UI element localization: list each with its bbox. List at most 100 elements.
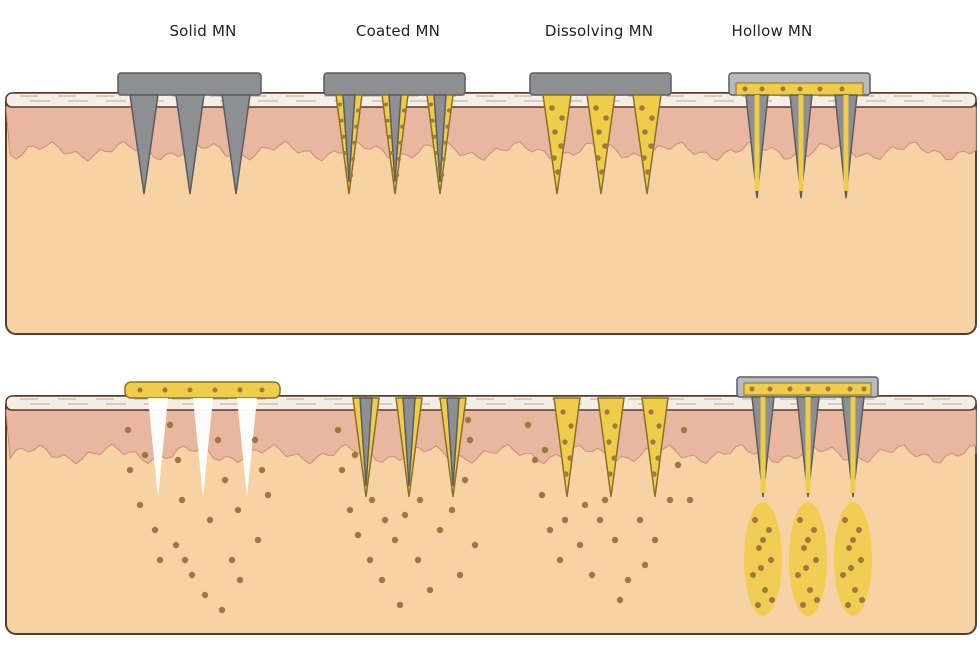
coating-particle <box>396 156 401 161</box>
needle-drug-particle <box>567 455 573 461</box>
plume-drug-particle <box>814 597 820 603</box>
diffused-drug-particle <box>351 451 359 459</box>
reservoir-particle <box>742 86 748 92</box>
plume-drug-particle <box>797 517 803 523</box>
needle-drug-particle <box>560 409 566 415</box>
solid-mn-baseplate <box>117 72 262 96</box>
plume-drug-particle <box>807 587 813 593</box>
plume-drug-particle <box>848 565 854 571</box>
diffused-drug-particle <box>414 556 422 564</box>
diffused-drug-particle <box>674 461 682 469</box>
solid-mn-microchannel <box>237 398 257 498</box>
label-hollow-mn: Hollow MN <box>731 22 813 40</box>
label-dissolving-mn: Dissolving MN <box>544 22 654 40</box>
diffused-drug-particle <box>334 426 342 434</box>
plume-drug-particle <box>845 602 851 608</box>
plume-drug-particle <box>856 527 862 533</box>
plume-drug-particle <box>750 572 756 578</box>
diffused-drug-particle <box>214 436 222 444</box>
needle-drug-particle <box>650 439 656 445</box>
diffused-drug-particle <box>680 426 688 434</box>
diffused-drug-particle <box>234 506 242 514</box>
needle-drug-particle <box>558 143 564 149</box>
needle-drug-particle <box>563 471 569 477</box>
diffused-drug-particle <box>456 571 464 579</box>
coating-particle <box>354 124 359 129</box>
plume-drug-particle <box>840 572 846 578</box>
coating-particle <box>435 167 440 172</box>
coated-mn-needle-core <box>388 94 402 183</box>
diffused-drug-particle <box>391 536 399 544</box>
needle-drug-particle <box>651 471 657 477</box>
coating-particle <box>398 140 403 145</box>
diffused-drug-particle <box>601 496 609 504</box>
reservoir-particle <box>787 386 793 392</box>
coating-particle <box>349 173 354 178</box>
label-coated-mn: Coated MN <box>355 22 441 40</box>
diffused-drug-particle <box>381 516 389 524</box>
diffused-drug-particle <box>436 526 444 534</box>
reservoir-particle <box>749 386 755 392</box>
diffused-drug-particle <box>464 416 472 424</box>
plume-drug-particle <box>846 545 852 551</box>
dissolving-mn-needle-dissolving <box>597 397 625 498</box>
diffused-drug-particle <box>346 506 354 514</box>
coating-particle <box>395 173 400 178</box>
diffused-drug-particle <box>366 556 374 564</box>
diffused-drug-particle <box>126 466 134 474</box>
needle-drug-particle <box>642 129 648 135</box>
needle-drug-particle <box>559 115 565 121</box>
needle-drug-particle <box>551 155 557 161</box>
coating-particle <box>443 140 448 145</box>
diffused-drug-particle <box>611 536 619 544</box>
hollow-mn-channel <box>798 95 804 191</box>
needle-drug-particle <box>649 115 655 121</box>
coating-particle <box>429 102 433 107</box>
plume-drug-particle <box>760 537 766 543</box>
coating-particle <box>385 118 390 123</box>
needle-drug-particle <box>639 105 645 111</box>
coating-particle <box>390 167 395 172</box>
diffused-drug-particle <box>254 536 262 544</box>
diffused-drug-particle <box>178 496 186 504</box>
plume-drug-particle <box>756 545 762 551</box>
coating-particle <box>445 124 450 129</box>
diffused-drug-particle <box>181 556 189 564</box>
coated-mn-needle-core <box>433 94 447 183</box>
hollow-mn-drug-plume <box>834 502 872 616</box>
diffused-drug-particle <box>448 506 456 514</box>
diffused-drug-particle <box>561 516 569 524</box>
hollow-mn-drug-plume <box>789 502 827 616</box>
needle-drug-particle <box>606 439 612 445</box>
coating-particle <box>384 102 388 107</box>
dissolving-mn-needle-dissolving <box>641 397 669 498</box>
label-solid-mn: Solid MN <box>169 22 237 40</box>
dissolving-mn-baseplate <box>529 72 672 96</box>
diffused-drug-particle <box>228 556 236 564</box>
plume-drug-particle <box>762 587 768 593</box>
diffused-drug-particle <box>651 536 659 544</box>
diffused-drug-particle <box>236 576 244 584</box>
coating-particle <box>341 134 346 139</box>
diffused-drug-particle <box>556 556 564 564</box>
diffused-drug-particle <box>471 541 479 549</box>
coating-particle <box>447 108 451 113</box>
diffused-drug-particle <box>124 426 132 434</box>
needle-drug-particle <box>612 423 618 429</box>
patch-particle <box>212 387 218 393</box>
coating-particle <box>356 108 360 113</box>
diffused-drug-particle <box>151 526 159 534</box>
reservoir-particle <box>847 386 853 392</box>
patch-particle <box>259 387 265 393</box>
plume-drug-particle <box>852 587 858 593</box>
hollow-mn-channel <box>760 397 766 493</box>
diffused-drug-particle <box>636 516 644 524</box>
coating-particle <box>402 108 406 113</box>
plume-drug-particle <box>813 557 819 563</box>
diffused-drug-particle <box>251 436 259 444</box>
solid-mn-drug-patch <box>124 381 281 399</box>
diffused-drug-particle <box>531 456 539 464</box>
diffused-drug-particle <box>221 476 229 484</box>
needle-drug-particle <box>648 143 654 149</box>
